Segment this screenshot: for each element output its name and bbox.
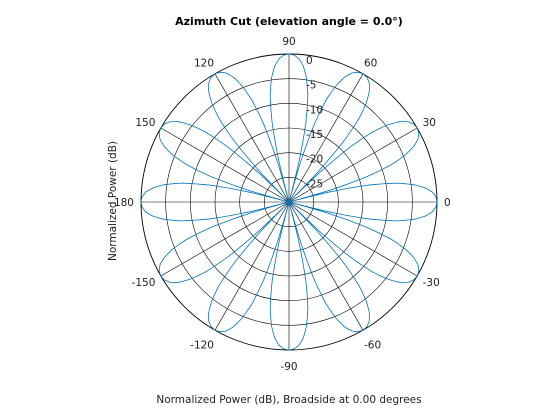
radial-tick-label: -15 <box>306 129 323 141</box>
angle-tick-label: 90 <box>282 36 295 48</box>
radial-tick-label: -25 <box>306 178 323 190</box>
radial-tick-label: -20 <box>306 154 323 166</box>
radial-tick-label: 0 <box>306 55 313 67</box>
grid-spoke <box>288 201 418 277</box>
angle-tick-label: 30 <box>423 117 436 129</box>
angle-tick-label: -60 <box>364 340 381 352</box>
radial-tick-label: -10 <box>306 104 323 116</box>
grid-spoke <box>214 73 290 203</box>
angle-tick-label: -120 <box>190 340 214 352</box>
angle-tick-label: -180 <box>110 197 134 209</box>
grid-spoke <box>288 127 418 203</box>
tick-labels: 0 30 60 90 120 150 -180 -150 -120 -90 -60 -30 0 -5 -10… <box>110 36 451 373</box>
angle-tick-label: 0 <box>444 197 451 209</box>
grid-spoke <box>288 201 364 331</box>
x-axis-label: Normalized Power (dB), Broadside at 0.00… <box>156 394 421 406</box>
series-layer <box>140 53 438 351</box>
grid-spoke <box>214 201 290 331</box>
angle-tick-label: 120 <box>194 57 214 69</box>
chart-title: Azimuth Cut (elevation angle = 0.0°) <box>175 15 403 28</box>
grid-spoke <box>160 201 290 277</box>
angle-tick-label: 60 <box>364 57 377 69</box>
y-axis-label: Normalized Power (dB) <box>107 141 119 261</box>
angle-tick-label: -90 <box>280 361 297 373</box>
angle-tick-label: -30 <box>423 277 440 289</box>
angle-tick-label: -150 <box>132 277 156 289</box>
radial-tick-label: -5 <box>306 80 316 92</box>
series-line <box>140 53 438 351</box>
grid-spoke <box>288 73 364 203</box>
angle-tick-label: 150 <box>135 117 155 129</box>
grid-spoke <box>160 127 290 203</box>
